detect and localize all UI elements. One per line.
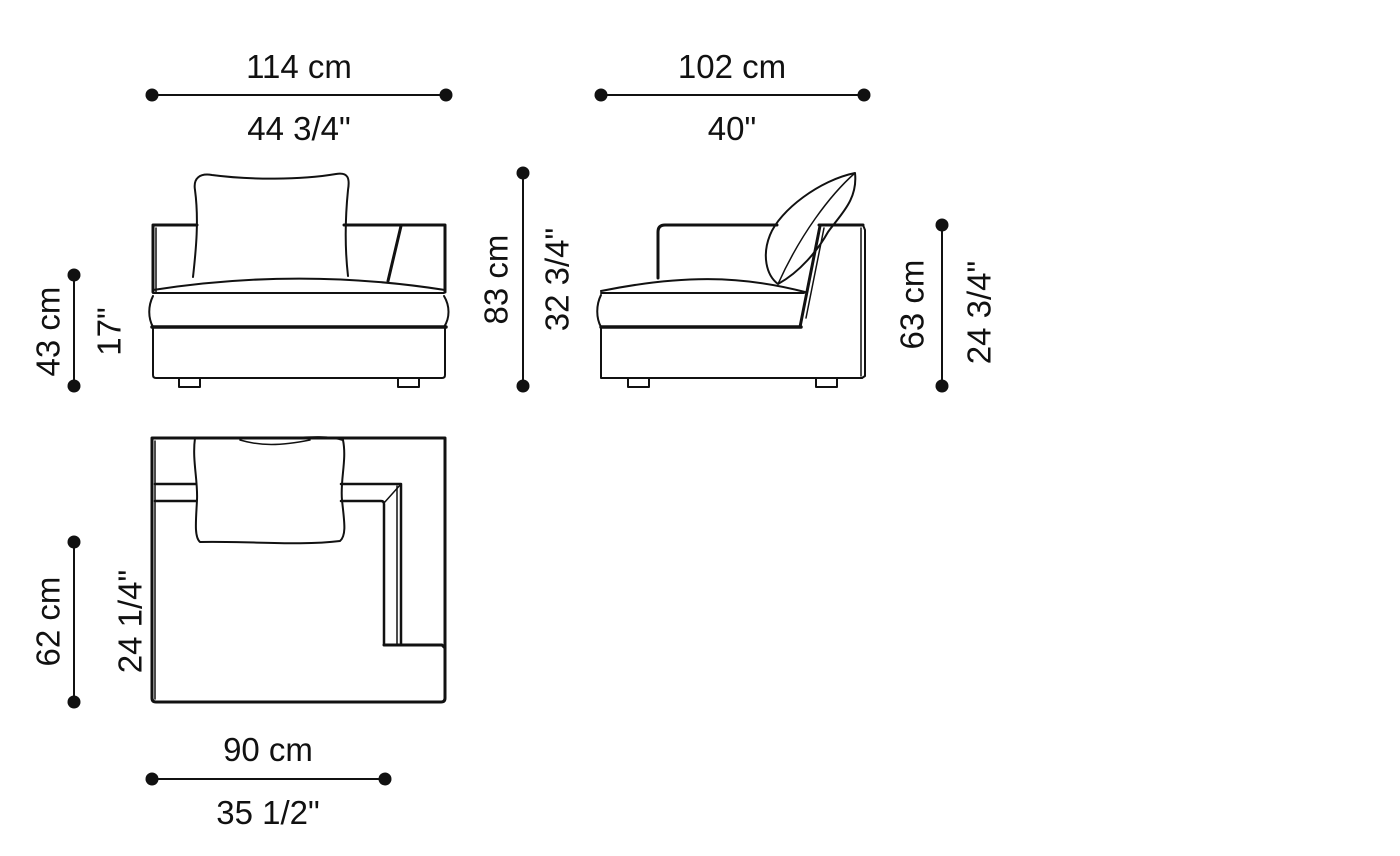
seat-depth-metric-label: 62 cm — [29, 576, 67, 667]
front-view — [148, 172, 450, 388]
side-depth-metric-label: 102 cm — [677, 48, 787, 85]
arm-height-imperial-label: 24 3/4" — [960, 260, 998, 365]
seat-width-imperial-label: 35 1/2" — [216, 794, 320, 831]
seat-height-metric-label: 43 cm — [29, 286, 67, 377]
side-depth-imperial-label: 40" — [707, 110, 757, 147]
top-view — [150, 436, 447, 704]
front-width-metric-label: 114 cm — [246, 48, 352, 85]
dimension-line-front-width — [145, 88, 453, 102]
seat-depth-imperial-label: 24 1/4" — [111, 569, 149, 674]
dimension-line-seat-height — [67, 268, 81, 393]
seat-height-imperial-label: 17" — [90, 307, 128, 356]
total-height-metric-label: 83 cm — [477, 234, 515, 325]
dimension-line-arm-height — [935, 218, 949, 393]
seat-width-metric-label: 90 cm — [223, 731, 313, 768]
side-view — [596, 172, 866, 388]
dimension-line-seat-width — [145, 772, 392, 786]
dimension-line-total-height — [516, 166, 530, 393]
total-height-imperial-label: 32 3/4" — [538, 227, 576, 332]
dimension-line-seat-depth — [67, 535, 81, 709]
front-width-imperial-label: 44 3/4" — [247, 110, 351, 147]
dimension-line-side-depth — [594, 88, 871, 102]
arm-height-metric-label: 63 cm — [893, 259, 931, 350]
